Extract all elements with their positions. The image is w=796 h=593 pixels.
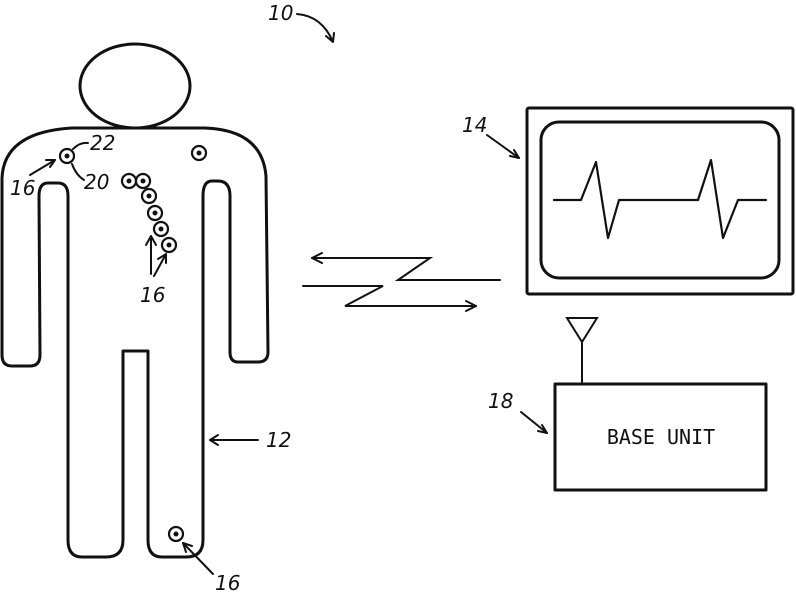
electrode-leg xyxy=(169,527,183,541)
arrow-16-leg xyxy=(183,543,213,574)
electrode-chest-4 xyxy=(148,206,162,220)
head xyxy=(80,44,190,128)
ecg-waveform xyxy=(554,160,766,238)
electrode-chest-5 xyxy=(154,222,168,236)
ref-18: 18 xyxy=(488,389,513,413)
monitor xyxy=(527,108,793,294)
base-unit-label: BASE UNIT xyxy=(607,425,715,449)
wireless-signal-to-monitor xyxy=(303,286,476,311)
leader-22 xyxy=(73,143,88,149)
wireless-signal-to-body xyxy=(312,253,500,280)
electrode-chest-6 xyxy=(162,238,176,252)
electrode-upper-left xyxy=(60,149,74,163)
antenna-icon xyxy=(567,318,597,384)
ref-12: 12 xyxy=(266,428,291,452)
ref-10: 10 xyxy=(268,1,293,25)
arrow-12 xyxy=(210,435,258,445)
electrode-chest-1 xyxy=(122,174,136,188)
ref-16-chest: 16 xyxy=(140,283,165,307)
arrow-14 xyxy=(487,135,519,158)
electrode-chest-3 xyxy=(142,189,156,203)
arrow-10 xyxy=(297,14,334,42)
electrode-chest-2 xyxy=(136,174,150,188)
base-unit: BASE UNIT xyxy=(555,384,766,490)
ref-14: 14 xyxy=(462,113,487,137)
body-outline xyxy=(2,128,268,557)
leader-20 xyxy=(72,164,84,180)
ref-16-leg: 16 xyxy=(215,571,240,593)
electrode-upper-right xyxy=(192,146,206,160)
ref-16-upper-left: 16 xyxy=(10,176,35,200)
ref-22: 22 xyxy=(90,131,115,155)
ref-20: 20 xyxy=(84,170,109,194)
arrow-18 xyxy=(521,412,547,433)
arrow-16-upper-left xyxy=(30,160,55,175)
